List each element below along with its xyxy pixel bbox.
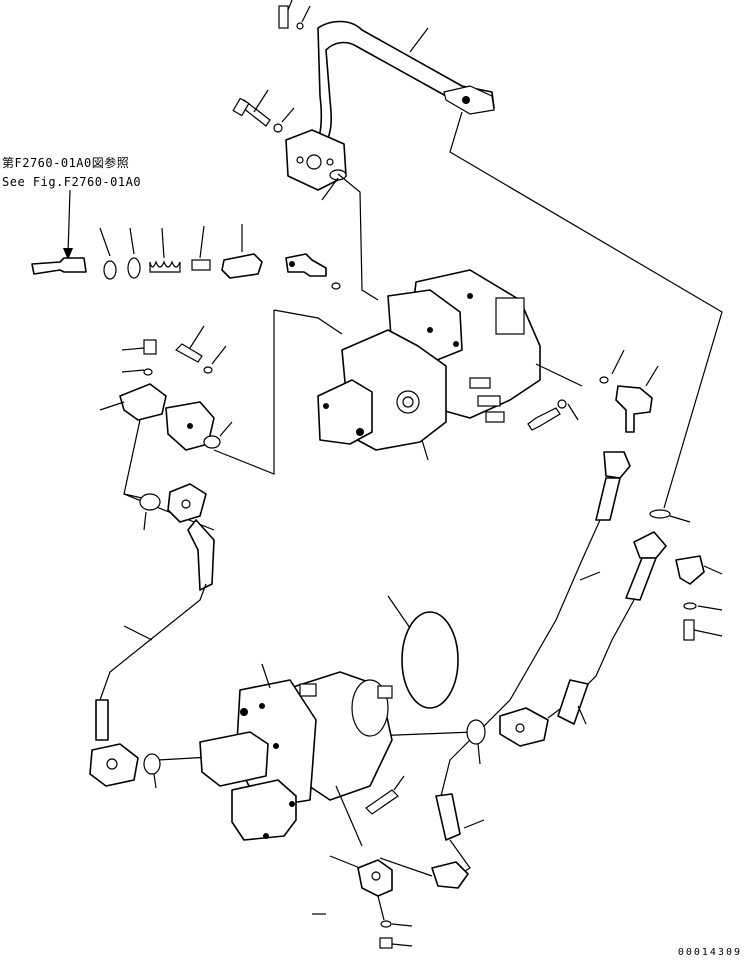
bottom-tee-fitting	[312, 855, 413, 949]
left-elbow-fitting	[99, 383, 233, 451]
top-tube-assembly	[317, 20, 495, 143]
flange-bolt-washer	[232, 89, 295, 133]
right-side-parts	[649, 509, 723, 641]
reference-arrow	[63, 189, 73, 260]
elbow-fitting-right	[599, 349, 659, 433]
hydraulic-pump	[199, 663, 393, 847]
right-lower-hose	[499, 531, 667, 747]
control-valve-block	[317, 269, 541, 461]
split-flange-top	[285, 129, 347, 201]
large-o-ring	[387, 595, 459, 709]
small-o-rings	[143, 719, 486, 789]
left-hose-assembly	[89, 483, 215, 787]
fitting-row	[31, 224, 341, 290]
pump-fitting-bolt	[365, 775, 405, 815]
top-left-bolt	[278, 0, 311, 30]
left-flange-bolts	[121, 325, 227, 376]
valve-side-bolt	[527, 399, 579, 431]
right-upper-hose	[431, 451, 631, 889]
reference-note-en: See Fig.F2760-01A0	[2, 175, 142, 189]
reference-note-jp: 第F2760-01A0図参照	[2, 156, 130, 170]
drawing-number: 00014309	[677, 947, 742, 958]
